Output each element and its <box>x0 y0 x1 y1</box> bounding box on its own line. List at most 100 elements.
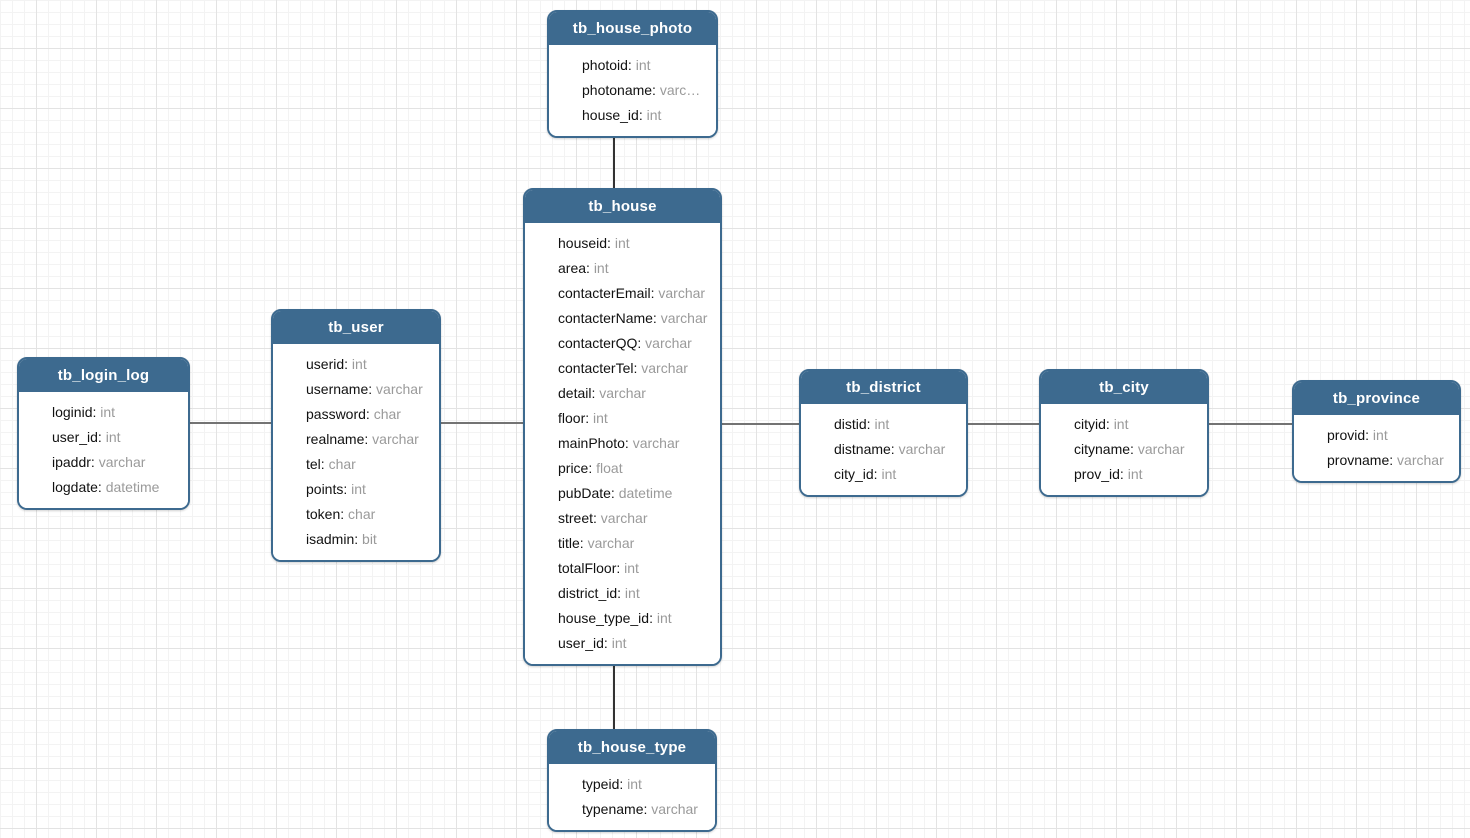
field-row[interactable]: street: varchar <box>525 506 720 531</box>
entity-title[interactable]: tb_house_type <box>549 731 715 764</box>
field-name: houseid: <box>558 235 615 251</box>
field-row[interactable]: loginid: int <box>19 400 188 425</box>
field-row[interactable]: house_id: int <box>549 103 716 128</box>
field-name: cityid: <box>1074 416 1114 432</box>
field-row[interactable]: contacterEmail: varchar <box>525 281 720 306</box>
field-row[interactable]: distid: int <box>801 412 966 437</box>
field-row[interactable]: house_type_id: int <box>525 606 720 631</box>
field-row[interactable]: userid: int <box>273 352 439 377</box>
entity-title[interactable]: tb_house_photo <box>549 12 716 45</box>
field-type: int <box>351 356 367 372</box>
field-row[interactable]: photoid: int <box>549 53 716 78</box>
field-row[interactable]: prov_id: int <box>1041 462 1207 487</box>
connector-tb-house-tb-house-type[interactable] <box>613 664 615 730</box>
field-type: varchar <box>599 385 646 401</box>
field-row[interactable]: cityid: int <box>1041 412 1207 437</box>
field-type: int <box>611 635 627 651</box>
field-row[interactable]: price: float <box>525 456 720 481</box>
field-type: int <box>1372 427 1388 443</box>
connector-tb-district-tb-city[interactable] <box>968 423 1039 425</box>
field-row[interactable]: contacterName: varchar <box>525 306 720 331</box>
field-type: int <box>646 107 662 123</box>
field-type: varchar <box>898 441 946 457</box>
field-row[interactable]: isadmin: bit <box>273 527 439 552</box>
field-name: isadmin: <box>306 531 363 547</box>
field-type: int <box>635 57 651 73</box>
field-row[interactable]: typename: varchar <box>549 797 715 822</box>
field-name: typename: <box>582 801 652 817</box>
field-row[interactable]: contacterQQ: varchar <box>525 331 720 356</box>
entity-title[interactable]: tb_login_log <box>19 359 188 392</box>
field-row[interactable]: provid: int <box>1294 423 1459 448</box>
field-row[interactable]: realname: varchar <box>273 427 439 452</box>
connector-tb-login-log-tb-user[interactable] <box>190 422 271 424</box>
field-name: city_id: <box>834 466 882 482</box>
field-row[interactable]: totalFloor: int <box>525 556 720 581</box>
field-row[interactable]: district_id: int <box>525 581 720 606</box>
connector-tb-city-tb-province[interactable] <box>1209 423 1292 425</box>
field-name: street: <box>558 510 601 526</box>
connector-tb-house-tb-district[interactable] <box>722 423 799 425</box>
field-row[interactable]: contacterTel: varchar <box>525 356 720 381</box>
field-row[interactable]: password: char <box>273 402 439 427</box>
field-row[interactable]: logdate: datetime <box>19 475 188 500</box>
field-row[interactable]: title: varchar <box>525 531 720 556</box>
field-row[interactable]: provname: varchar <box>1294 448 1459 473</box>
entity-title[interactable]: tb_user <box>273 311 439 344</box>
field-row[interactable]: ipaddr: varchar <box>19 450 188 475</box>
field-row[interactable]: houseid: int <box>525 231 720 256</box>
field-type: int <box>614 235 630 251</box>
field-name: userid: <box>306 356 352 372</box>
field-name: contacterEmail: <box>558 285 659 301</box>
field-type: datetime <box>618 485 673 501</box>
field-name: area: <box>558 260 594 276</box>
field-type: int <box>593 410 608 426</box>
field-row[interactable]: detail: varchar <box>525 381 720 406</box>
field-name: logdate: <box>52 479 106 495</box>
field-row[interactable]: tel: char <box>273 452 439 477</box>
field-row[interactable]: mainPhoto: varchar <box>525 431 720 456</box>
entity-title[interactable]: tb_district <box>801 371 966 404</box>
field-row[interactable]: photoname: varc… <box>549 78 716 103</box>
field-row[interactable]: token: char <box>273 502 439 527</box>
field-type: varchar <box>372 431 419 447</box>
connector-tb-house-photo-tb-house[interactable] <box>613 134 615 189</box>
connector-tb-user-tb-house[interactable] <box>441 422 523 424</box>
field-row[interactable]: floor: int <box>525 406 720 431</box>
field-type: int <box>881 466 897 482</box>
entity-title[interactable]: tb_city <box>1041 371 1207 404</box>
field-name: cityname: <box>1074 441 1138 457</box>
field-row[interactable]: city_id: int <box>801 462 966 487</box>
field-name: house_type_id: <box>558 610 657 626</box>
field-row[interactable]: pubDate: datetime <box>525 481 720 506</box>
field-type: varchar <box>658 285 706 301</box>
entity-title[interactable]: tb_province <box>1294 382 1459 415</box>
field-row[interactable]: typeid: int <box>549 772 715 797</box>
field-type: varchar <box>651 801 698 817</box>
field-row[interactable]: points: int <box>273 477 439 502</box>
entity-title[interactable]: tb_house <box>525 190 720 223</box>
field-row[interactable]: user_id: int <box>19 425 188 450</box>
field-name: title: <box>558 535 588 551</box>
field-row[interactable]: cityname: varchar <box>1041 437 1207 462</box>
field-row[interactable]: user_id: int <box>525 631 720 656</box>
field-name: floor: <box>558 410 594 426</box>
field-row[interactable]: username: varchar <box>273 377 439 402</box>
field-type: bit <box>362 531 377 547</box>
field-row[interactable]: area: int <box>525 256 720 281</box>
field-type: char <box>348 506 376 522</box>
field-row[interactable]: distname: varchar <box>801 437 966 462</box>
field-name: contacterTel: <box>558 360 642 376</box>
